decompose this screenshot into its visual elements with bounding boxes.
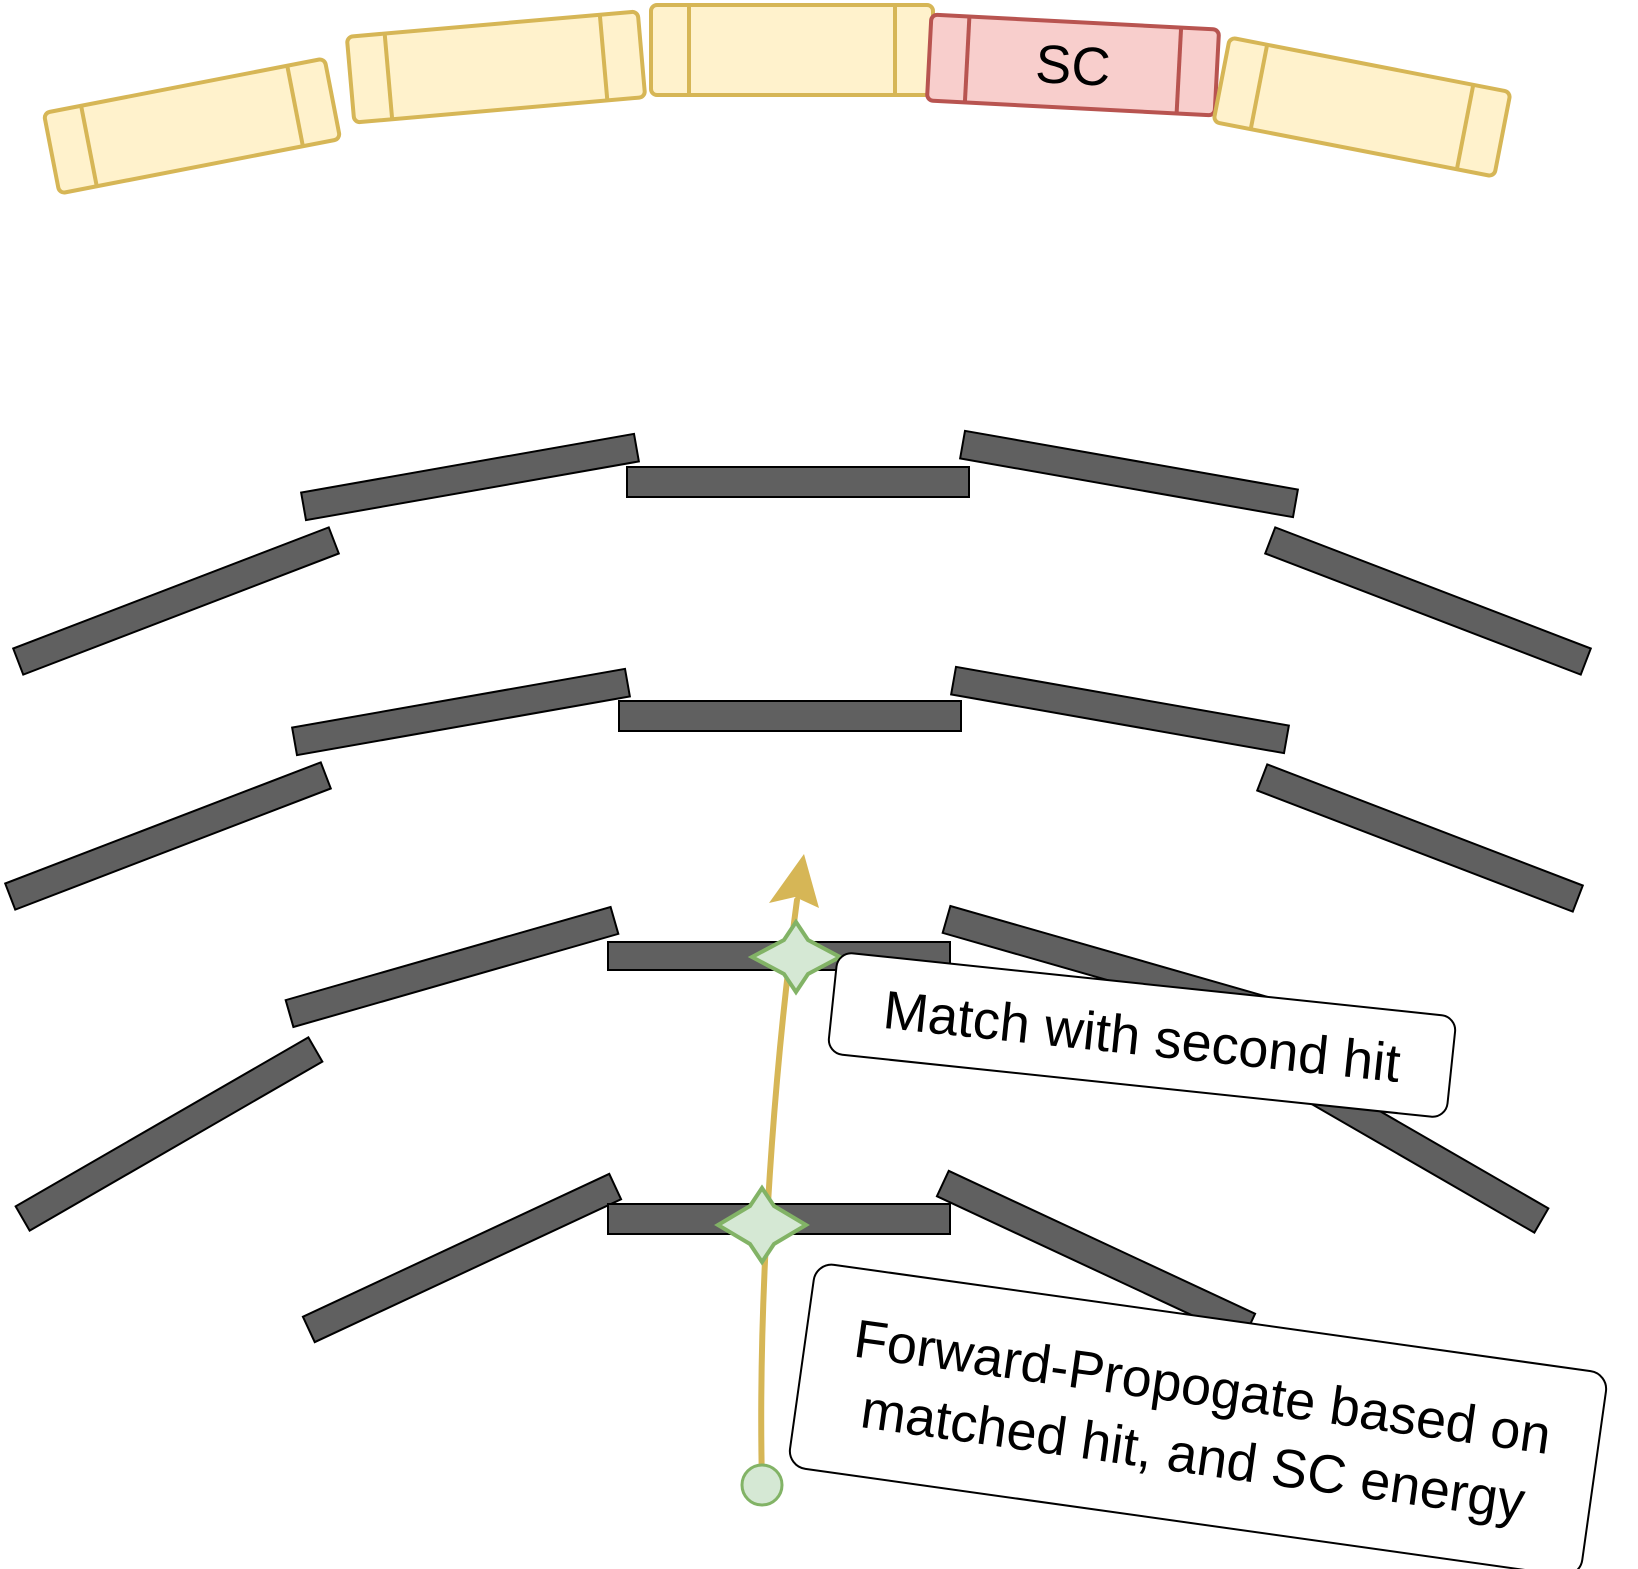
tracker-module [1263, 526, 1593, 676]
tracker-module [299, 432, 641, 522]
tracker-module [618, 700, 962, 732]
tracker-module [1255, 763, 1585, 913]
calorimeter-cell-3 [649, 3, 935, 97]
calorimeter-cell-5 [1212, 36, 1512, 178]
tracker-module [11, 526, 341, 676]
callout-box [788, 1263, 1608, 1569]
tracker-layer-2 [3, 665, 1585, 913]
supercluster-label: SC [1034, 34, 1112, 98]
first-hit-star [714, 1184, 810, 1266]
tracker-module [284, 905, 620, 1029]
tracker-module [14, 1036, 324, 1232]
tracker-module [949, 665, 1291, 755]
tracker-module [290, 667, 632, 757]
callout-forward-propagate: Forward-Propogate based on matched hit, … [788, 1263, 1608, 1569]
tracker-module [301, 1172, 623, 1344]
calorimeter-cell-2 [345, 9, 647, 125]
calorimeter-cell-1 [42, 57, 342, 195]
tracker-module [626, 466, 970, 498]
second-hit-star [747, 918, 845, 996]
seed-vertex [740, 1463, 784, 1507]
track-arrowhead [769, 854, 819, 908]
tracker-module [3, 761, 333, 911]
supercluster-cell: SC [925, 12, 1221, 118]
calorimeter-arc: SC [42, 3, 1512, 195]
callout-box [827, 952, 1457, 1118]
tracker-layer-1 [11, 429, 1593, 676]
tracker-module [958, 429, 1300, 519]
